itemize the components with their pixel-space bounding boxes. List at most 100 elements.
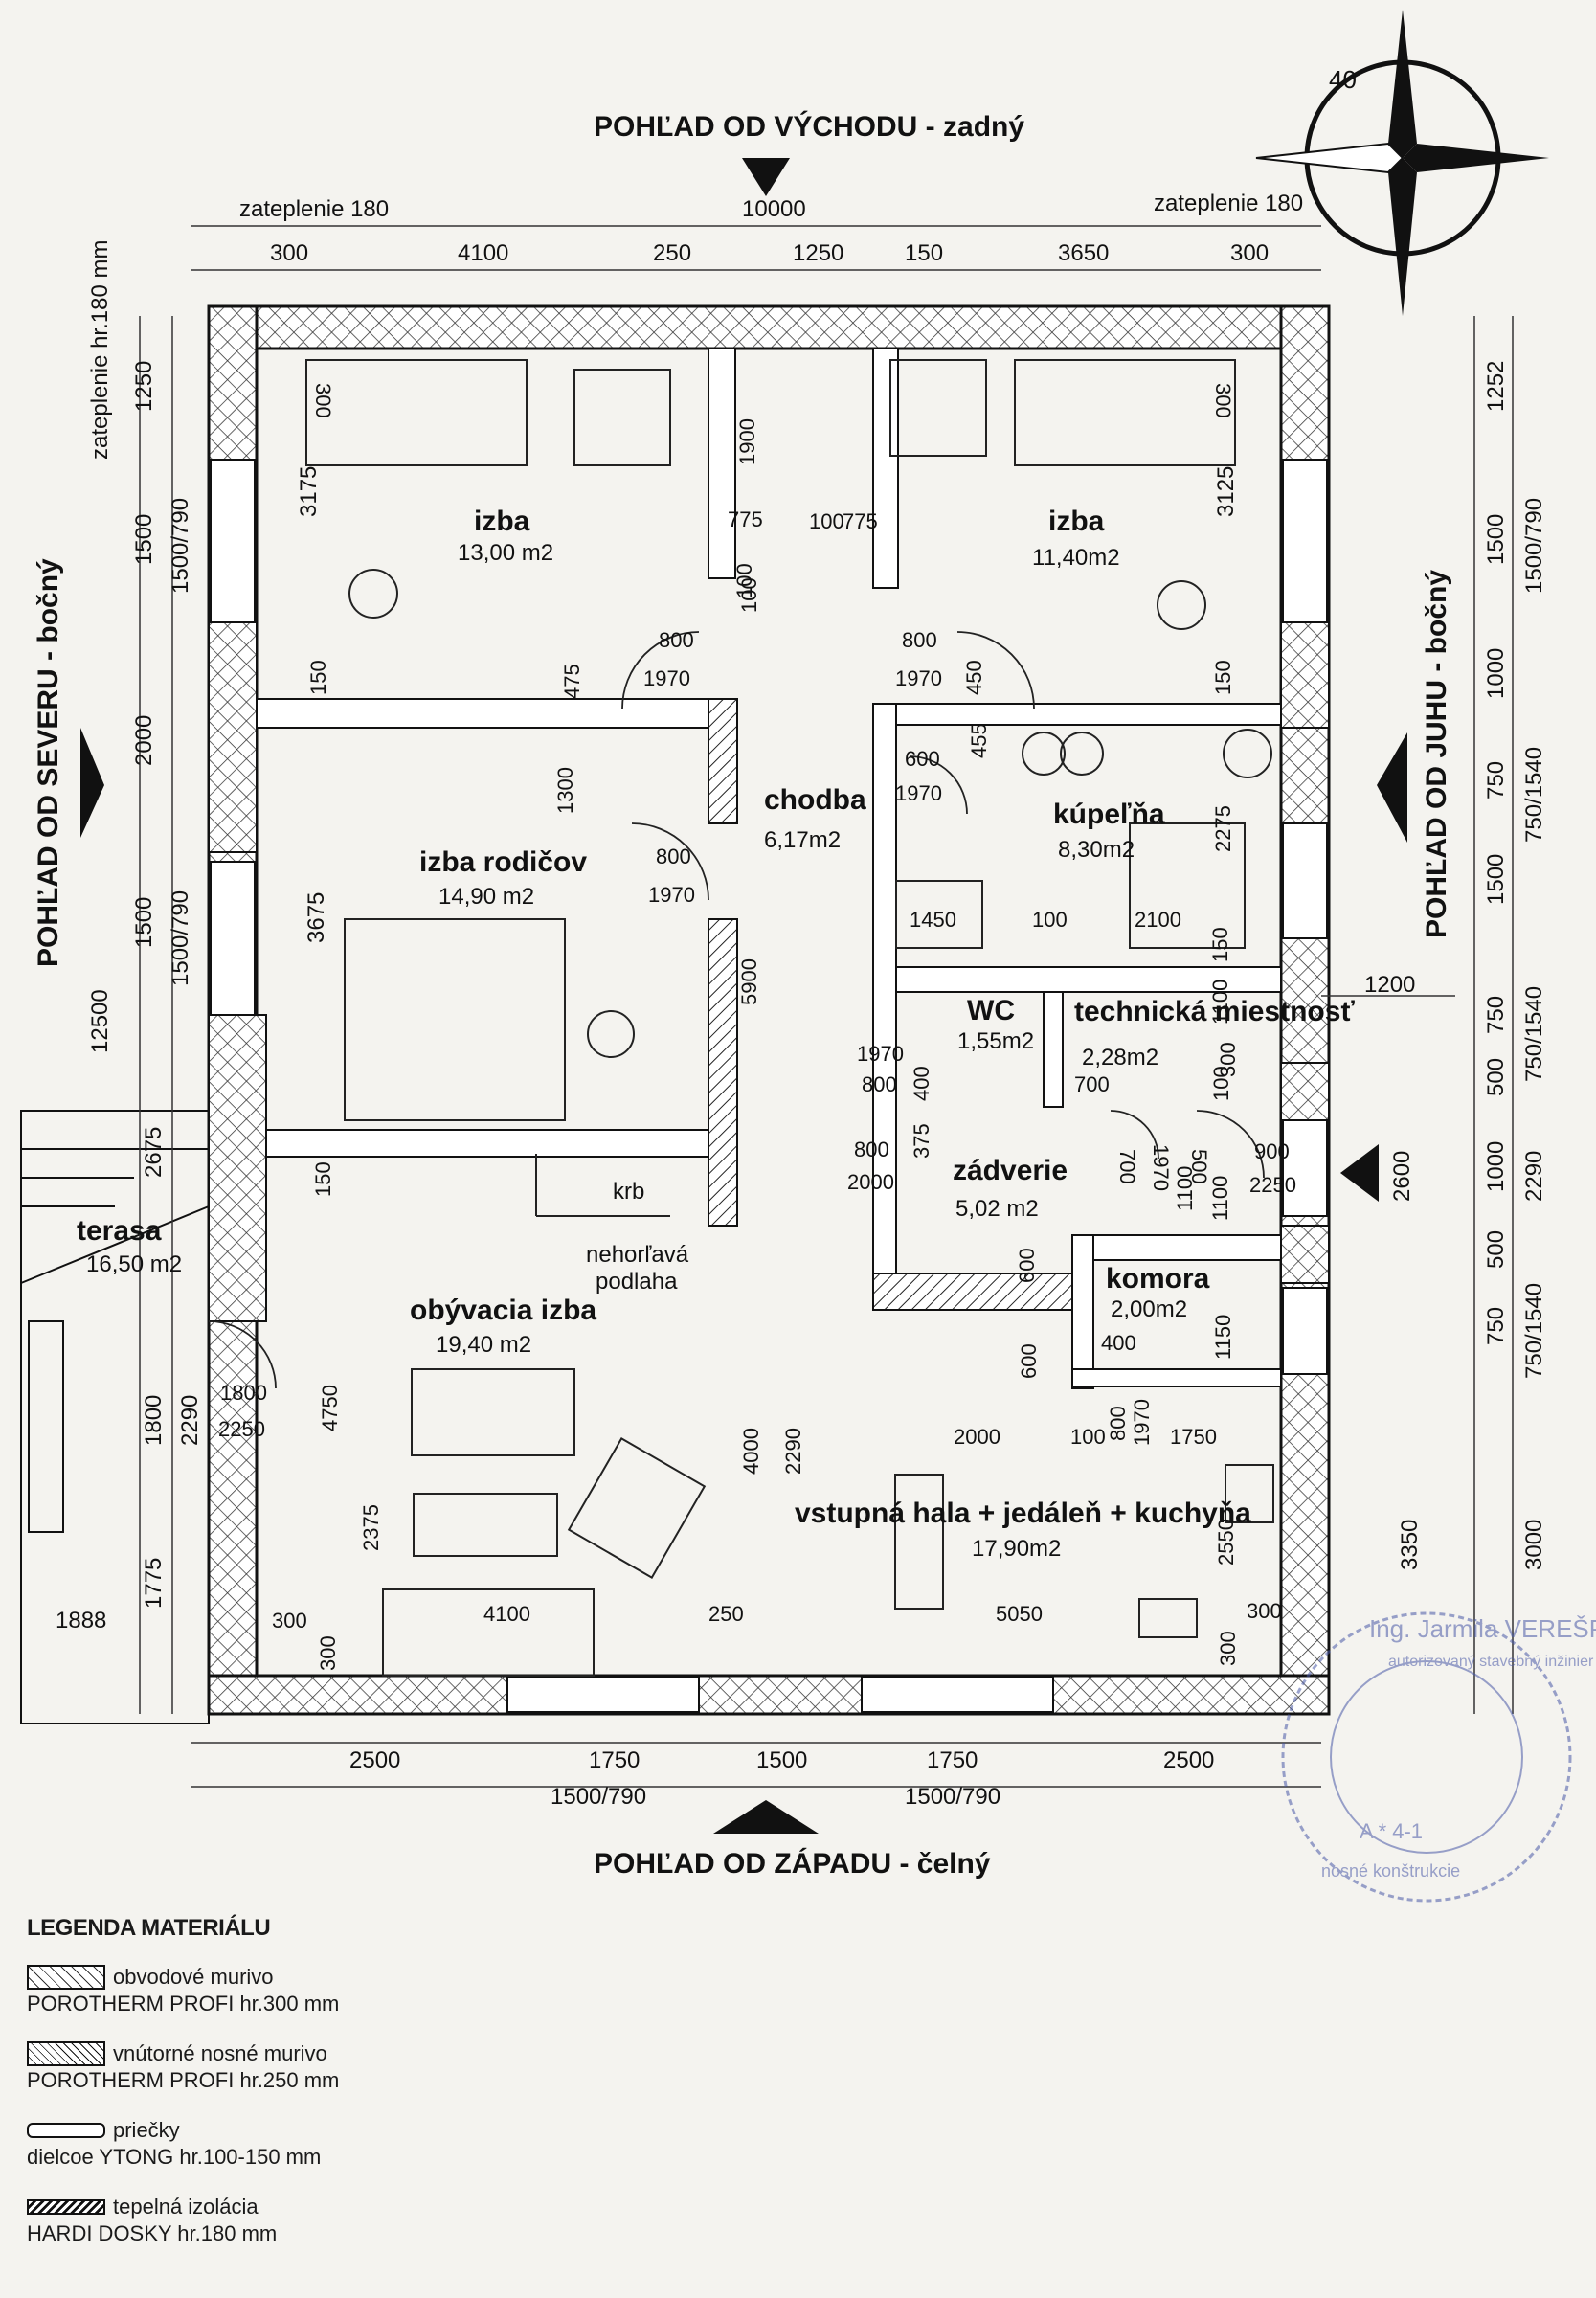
room-name-hala: vstupná hala + jedáleň + kuchyňa [795, 1498, 1251, 1529]
dim-inner: 2100 [1135, 908, 1181, 932]
dim-inner: 2275 [1211, 805, 1235, 852]
dim-top-6: 3650 [1058, 240, 1109, 266]
dim-bottom-window-2: 1500/790 [905, 1784, 1000, 1810]
dim-top-3: 250 [653, 240, 691, 266]
dim-inner: 800 [659, 628, 694, 652]
legend-item: vnútorné nosné murivo POROTHERM PROFI hr… [27, 2041, 697, 2093]
dim-left-2: 1500 [131, 514, 157, 565]
room-name-zadverie: zádverie [953, 1155, 1068, 1186]
legend-label: tepelná izolácia [113, 2195, 259, 2219]
dim-left-insul: zateplenie hr.180 mm [87, 240, 113, 460]
legend-sub: POROTHERM PROFI hr.250 mm [27, 2068, 340, 2092]
room-area-zadverie: 5,02 m2 [955, 1196, 1039, 1222]
room-name-terasa: terasa [77, 1215, 162, 1247]
dim-left-total: 12500 [87, 989, 113, 1053]
dim-left-6: 1800 [141, 1395, 167, 1446]
dim-inner: 5050 [996, 1602, 1043, 1626]
legend-label: priečky [113, 2118, 180, 2142]
dim-right-window-3: 750/1540 [1521, 986, 1547, 1082]
dim-inner: 800 [862, 1072, 897, 1096]
view-south-label: POHĽAD OD JUHU - bočný [1421, 570, 1452, 938]
room-name-chodba: chodba [764, 784, 866, 816]
material-legend: LEGENDA MATERIÁLU obvodové murivo POROTH… [27, 1915, 697, 2271]
room-area-terasa: 16,50 m2 [86, 1251, 182, 1277]
dim-inner: 700 [1074, 1072, 1110, 1096]
legend-sub: HARDI DOSKY hr.180 mm [27, 2221, 278, 2245]
dim-bottom-1: 2500 [349, 1747, 400, 1773]
legend-item: obvodové murivo POROTHERM PROFI hr.300 m… [27, 1965, 697, 2016]
dim-inner: 1100 [1208, 980, 1232, 1025]
dim-inner: 1750 [1170, 1425, 1217, 1449]
dim-inner: 2250 [1249, 1173, 1296, 1197]
dim-top-2: 4100 [458, 240, 508, 266]
dim-right-7: 500 [1483, 1058, 1509, 1096]
inner-dimensions: 800 1970 800 1970 800 1970 600 1970 1900… [218, 383, 1296, 1671]
dim-right-inner-3: 2600 [1389, 1151, 1415, 1202]
dim-right-8: 1000 [1483, 1141, 1509, 1192]
stamp-line2: autorizovaný stavebný inžinier [1388, 1654, 1594, 1670]
dim-inner: 300 [1211, 383, 1235, 418]
room-name-kupelna: kúpeľňa [1053, 799, 1165, 830]
room-name-izba-2: izba [1048, 506, 1105, 537]
dim-inner: 2290 [781, 1428, 805, 1475]
dim-left-inner-4: 1888 [56, 1608, 106, 1633]
legend-swatch [27, 1965, 105, 1990]
dim-inner: 1970 [857, 1042, 904, 1066]
stamp-name: Ing. Jarmila VEREŠPEJOVÁ [1369, 1614, 1596, 1643]
dim-inner: 800 [656, 845, 691, 868]
dim-top-1: 300 [270, 240, 308, 266]
room-area-chodba: 6,17m2 [764, 827, 841, 853]
dim-left-7: 1775 [141, 1558, 167, 1609]
dim-inner: 800 [902, 628, 937, 652]
dim-inner: 1900 [735, 418, 759, 465]
dim-inner: 1970 [643, 666, 690, 690]
compass-icon: 40 [1255, 10, 1549, 316]
dim-inner: 250 [708, 1602, 744, 1626]
dim-inner: 4750 [318, 1385, 342, 1431]
room-area-kupelna: 8,30m2 [1058, 837, 1135, 863]
room-area-izba-2: 11,40m2 [1032, 545, 1120, 571]
legend-item: tepelná izolácia HARDI DOSKY hr.180 mm [27, 2195, 697, 2246]
dim-left-window-2: 1500/790 [168, 890, 193, 986]
dim-inner: 100 [732, 563, 756, 598]
room-name-wc: WC [967, 995, 1015, 1026]
dim-inner: 455 [967, 723, 991, 758]
dim-inner: 100 [1032, 908, 1068, 932]
dim-inner: 100 [737, 577, 761, 613]
room-area-technicka: 2,28m2 [1082, 1045, 1158, 1070]
dim-inner: 1150 [1211, 1315, 1235, 1360]
dim-left-4: 1500 [131, 897, 157, 948]
windows [210, 459, 1328, 1713]
dim-inner: 100 [809, 509, 844, 533]
dim-inner: 150 [306, 660, 330, 695]
dim-right-window-2: 750/1540 [1521, 747, 1547, 843]
compass-number: 40 [1329, 65, 1357, 94]
dim-inner: 150 [1208, 927, 1232, 962]
room-name-izba-1: izba [474, 506, 530, 537]
dim-insul-right: zateplenie 180 [1154, 191, 1303, 216]
dim-left-inner-2: 3675 [303, 892, 329, 943]
dimension-lines [139, 225, 1514, 1788]
room-area-hala: 17,90m2 [972, 1536, 1061, 1562]
dim-inner: 150 [1211, 660, 1235, 695]
engineer-stamp: Ing. Jarmila VEREŠPEJOVÁ autorizovaný st… [1281, 1611, 1596, 1903]
view-west-label: POHĽAD OD ZÁPADU - čelný [594, 1847, 991, 1880]
legend-label: obvodové murivo [113, 1965, 274, 1989]
dim-right-4: 750 [1483, 761, 1509, 800]
dim-right-10: 750 [1483, 1307, 1509, 1345]
rooms: izba 13,00 m2 izba 11,40m2 izba rodičov … [77, 506, 1355, 1562]
room-name-technicka: technická miestnosť [1074, 996, 1355, 1027]
room-area-izba-rodicov: 14,90 m2 [438, 884, 534, 910]
legend-item: priečky dielcoe YTONG hr.100-150 mm [27, 2118, 697, 2170]
dim-inner: 2000 [954, 1425, 1000, 1449]
dim-inner: 900 [1254, 1139, 1290, 1163]
dim-inner: 2250 [218, 1417, 265, 1441]
dim-right-5: 1500 [1483, 854, 1509, 905]
dim-inner: 400 [1101, 1331, 1136, 1355]
dim-inner: 1970 [1130, 1399, 1154, 1446]
legend-sub: dielcoe YTONG hr.100-150 mm [27, 2145, 322, 2169]
stamp-line3: nosné konštrukcie [1321, 1861, 1460, 1881]
legend-swatch [27, 2199, 105, 2215]
dim-inner: 1800 [220, 1381, 267, 1405]
